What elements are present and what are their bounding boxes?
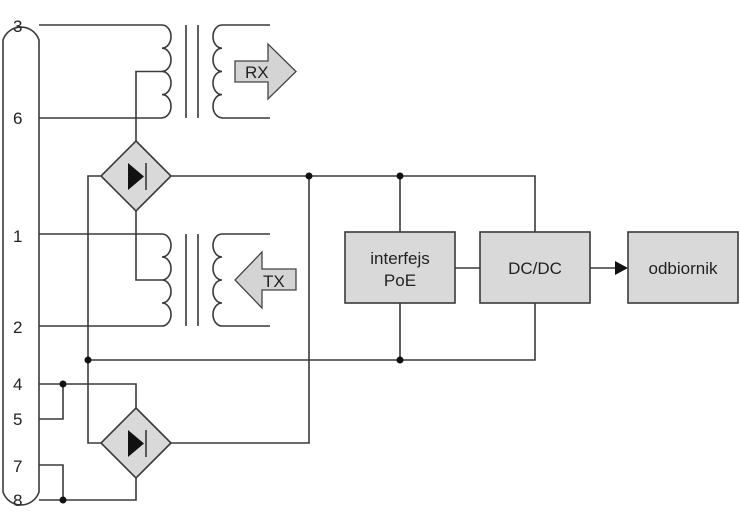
- rx-secondary-leads: [222, 24, 270, 119]
- tx-arrow-icon: [234, 250, 297, 310]
- poe-interface-block: interfejs PoE: [344, 231, 456, 304]
- tx-secondary-coil: [212, 233, 223, 327]
- rx-label: RX: [245, 63, 269, 82]
- tx-transformer: TX: [39, 211, 297, 327]
- wire-pin7: [39, 464, 64, 500]
- tx-primary-coil: [161, 233, 172, 327]
- load-label: odbiornik: [649, 259, 718, 278]
- lower-bridge-positive: [171, 176, 310, 444]
- pin-2-label: 2: [13, 318, 22, 337]
- wire-pin5: [39, 384, 64, 420]
- tx-core: [185, 234, 199, 326]
- poe-interface-label-line2: PoE: [384, 271, 416, 290]
- poe-interface-box: [344, 231, 456, 304]
- dcdc-box: [479, 231, 591, 304]
- junction-pin4-5: [59, 380, 67, 388]
- pin-5-label: 5: [13, 410, 22, 429]
- dcdc-label: DC/DC: [508, 259, 562, 278]
- poe-interface-label-line1: interfejs: [370, 249, 430, 268]
- rx-secondary-coil: [212, 24, 223, 119]
- negative-bridge-links: [87, 175, 101, 444]
- dcdc-block: DC/DC: [479, 231, 591, 304]
- rx-arrow-icon: [234, 42, 297, 101]
- load-block: odbiornik: [627, 231, 739, 304]
- junction-pin7-8: [59, 496, 67, 504]
- wire-pin8: [39, 478, 137, 501]
- rx-core: [185, 25, 199, 118]
- pin-1-label: 1: [13, 227, 22, 246]
- rx-primary-coil: [161, 24, 172, 119]
- pin-6-label: 6: [13, 109, 22, 128]
- pin-3-label: 3: [13, 17, 22, 36]
- upper-diode-bridge: [99, 139, 173, 213]
- rx-center-tap: [135, 70, 162, 141]
- junction-positive-2: [396, 172, 404, 180]
- tx-label: TX: [263, 272, 285, 291]
- pin-8-label: 8: [13, 491, 22, 510]
- positive-rail: [171, 175, 536, 232]
- negative-rail: [88, 303, 536, 361]
- arrowhead-icon: [615, 261, 628, 275]
- tx-secondary-leads: [222, 233, 270, 327]
- junction-negative-2: [396, 356, 404, 364]
- tx-center-tap: [135, 211, 162, 281]
- junction-positive-1: [305, 172, 313, 180]
- pin-4-label: 4: [13, 375, 22, 394]
- rx-transformer: RX: [39, 24, 297, 141]
- wire-pin4: [39, 383, 137, 408]
- junction-negative-1: [84, 356, 92, 364]
- lower-diode-icon: [128, 430, 144, 457]
- load-box: [627, 231, 739, 304]
- pin-7-label: 7: [13, 457, 22, 476]
- lower-diode-bridge: [99, 406, 173, 480]
- rj45-connector: [2, 26, 40, 506]
- upper-diode-icon: [128, 163, 144, 190]
